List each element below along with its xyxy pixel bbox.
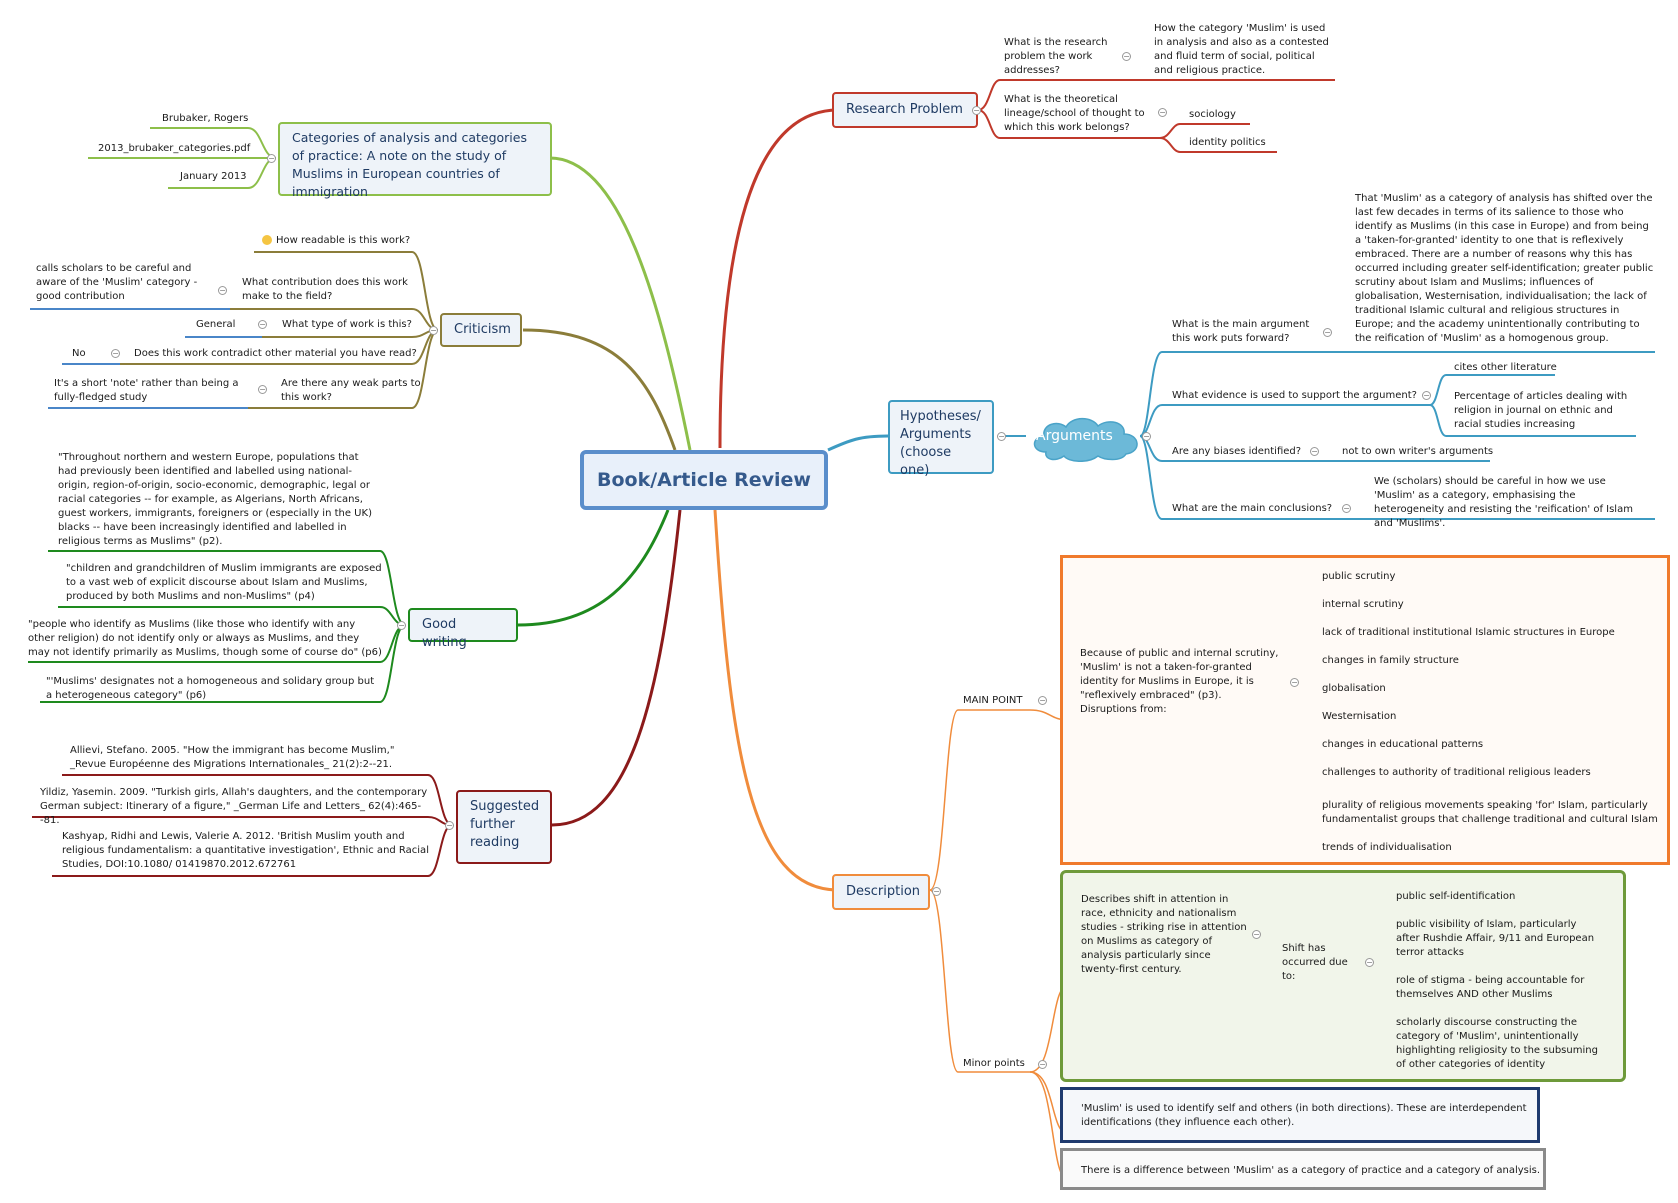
good-writing-node[interactable]: Good writing: [408, 608, 518, 650]
collapse-icon[interactable]: −: [397, 621, 406, 630]
criticism-weak-answer: It's a short 'note' rather than being a …: [54, 378, 239, 403]
evidence-question: What evidence is used to support the arg…: [1172, 390, 1417, 401]
shift-cause-item: role of stigma - being accountable for t…: [1396, 975, 1585, 1000]
identify-frame: [1060, 1087, 1540, 1143]
shift-cause-item: public self-identification: [1396, 891, 1516, 902]
good-writing-quote-2: "children and grandchildren of Muslim im…: [66, 563, 382, 602]
shift-due-label: Shift has occurred due to:: [1282, 943, 1348, 982]
criticism-type-answer: General: [196, 319, 236, 330]
collapse-icon[interactable]: −: [111, 349, 120, 358]
main-argument-answer: That 'Muslim' as a category of analysis …: [1355, 193, 1654, 344]
conclusions-answer: We (scholars) should be careful in how w…: [1374, 476, 1633, 529]
shift-cause-item: scholarly discourse constructing the cat…: [1396, 1017, 1598, 1070]
shift-text: Describes shift in attention in race, et…: [1081, 894, 1247, 975]
collapse-icon[interactable]: −: [445, 821, 454, 830]
evidence-answer-1: cites other literature: [1454, 362, 1557, 373]
collapse-icon[interactable]: −: [267, 154, 276, 163]
main-point-label: MAIN POINT: [963, 695, 1023, 706]
disruption-item: changes in family structure: [1322, 655, 1459, 666]
disruption-item: public scrutiny: [1322, 571, 1396, 582]
collapse-icon[interactable]: −: [1122, 52, 1131, 61]
disruption-item: plurality of religious movements speakin…: [1322, 800, 1658, 825]
criticism-contradict-question: Does this work contradict other material…: [134, 348, 417, 359]
good-writing-quote-3: "people who identify as Muslims (like th…: [28, 619, 382, 658]
difference-text: There is a difference between 'Muslim' a…: [1081, 1165, 1541, 1176]
reading-item-1: Allievi, Stefano. 2005. "How the immigra…: [70, 745, 395, 770]
conclusions-question: What are the main conclusions?: [1172, 503, 1333, 514]
criticism-readable: How readable is this work?: [276, 235, 411, 246]
bias-answer: not to own writer's arguments: [1342, 446, 1494, 457]
reading-item-3: Kashyap, Ridhi and Lewis, Valerie A. 201…: [62, 831, 429, 870]
disruption-item: changes in educational patterns: [1322, 739, 1484, 750]
minor-points-label: Minor points: [963, 1058, 1025, 1069]
disruption-item: Westernisation: [1322, 711, 1397, 722]
disruption-item: trends of individualisation: [1322, 842, 1452, 853]
collapse-icon[interactable]: −: [1365, 958, 1374, 967]
disruption-item: challenges to authority of traditional r…: [1322, 767, 1591, 778]
bias-question: Are any biases identified?: [1172, 446, 1302, 457]
arguments-cloud-label: Arguments: [1036, 428, 1113, 444]
collapse-icon[interactable]: −: [1142, 432, 1151, 441]
disruption-item: internal scrutiny: [1322, 599, 1404, 610]
difference-frame: [1060, 1148, 1546, 1190]
main-point-text: Because of public and internal scrutiny,…: [1080, 648, 1279, 715]
collapse-icon[interactable]: −: [1310, 447, 1319, 456]
disruption-item: lack of traditional institutional Islami…: [1322, 627, 1615, 638]
collapse-icon[interactable]: −: [997, 432, 1006, 441]
disruption-item: globalisation: [1322, 683, 1386, 694]
collapse-icon[interactable]: −: [258, 320, 267, 329]
source-author: Brubaker, Rogers: [162, 113, 249, 124]
collapse-icon[interactable]: −: [1038, 1060, 1047, 1069]
shift-cause-item: public visibility of Islam, particularly…: [1396, 919, 1595, 958]
research-question-2: What is the theoretical lineage/school o…: [1004, 94, 1145, 133]
criticism-node[interactable]: Criticism: [440, 313, 522, 347]
main-point-frame: [1060, 555, 1670, 865]
collapse-icon[interactable]: −: [1252, 930, 1261, 939]
source-date: January 2013: [180, 171, 247, 182]
reading-item-2: Yildiz, Yasemin. 2009. "Turkish girls, A…: [40, 787, 428, 826]
collapse-icon[interactable]: −: [1158, 108, 1167, 117]
collapse-icon[interactable]: −: [972, 106, 981, 115]
research-answer-1: How the category 'Muslim' is used in ana…: [1154, 23, 1329, 76]
criticism-contribution-question: What contribution does this work make to…: [242, 277, 408, 302]
research-question-1: What is the research problem the work ad…: [1004, 37, 1108, 76]
research-problem-node[interactable]: Research Problem: [832, 92, 978, 128]
evidence-answer-2: Percentage of articles dealing with reli…: [1454, 391, 1628, 430]
research-answer-sociology: sociology: [1189, 109, 1236, 120]
collapse-icon[interactable]: −: [1342, 504, 1351, 513]
collapse-icon[interactable]: −: [932, 887, 941, 896]
criticism-contribution-answer: calls scholars to be careful and aware o…: [36, 263, 198, 302]
collapse-icon[interactable]: −: [218, 286, 227, 295]
central-topic[interactable]: Book/Article Review: [580, 450, 828, 510]
main-argument-question: What is the main argument this work puts…: [1172, 319, 1310, 344]
smiley-icon: [262, 235, 272, 245]
source-title-node[interactable]: Categories of analysis and categories of…: [278, 122, 552, 199]
good-writing-quote-1: "Throughout northern and western Europe,…: [58, 452, 372, 547]
arguments-cloud[interactable]: [1026, 412, 1146, 462]
criticism-contradict-answer: No: [72, 348, 86, 359]
source-file[interactable]: 2013_brubaker_categories.pdf: [98, 143, 251, 154]
criticism-type-question: What type of work is this?: [282, 319, 412, 330]
research-answer-identity-politics: identity politics: [1189, 137, 1266, 148]
identify-text: 'Muslim' is used to identify self and ot…: [1081, 1103, 1527, 1128]
collapse-icon[interactable]: −: [258, 385, 267, 394]
minor-shift-frame: [1060, 870, 1626, 1082]
collapse-icon[interactable]: −: [1323, 328, 1332, 337]
good-writing-quote-4: "'Muslims' designates not a homogeneous …: [46, 676, 375, 701]
criticism-weak-question: Are there any weak parts to this work?: [281, 378, 421, 403]
further-reading-node[interactable]: Suggested further reading: [456, 790, 552, 864]
collapse-icon[interactable]: −: [1422, 391, 1431, 400]
hypotheses-node[interactable]: Hypotheses/ Arguments (choose one): [888, 400, 994, 478]
collapse-icon[interactable]: −: [1038, 696, 1047, 705]
collapse-icon[interactable]: −: [429, 326, 438, 335]
description-node[interactable]: Description: [832, 874, 930, 910]
collapse-icon[interactable]: −: [1290, 678, 1299, 687]
